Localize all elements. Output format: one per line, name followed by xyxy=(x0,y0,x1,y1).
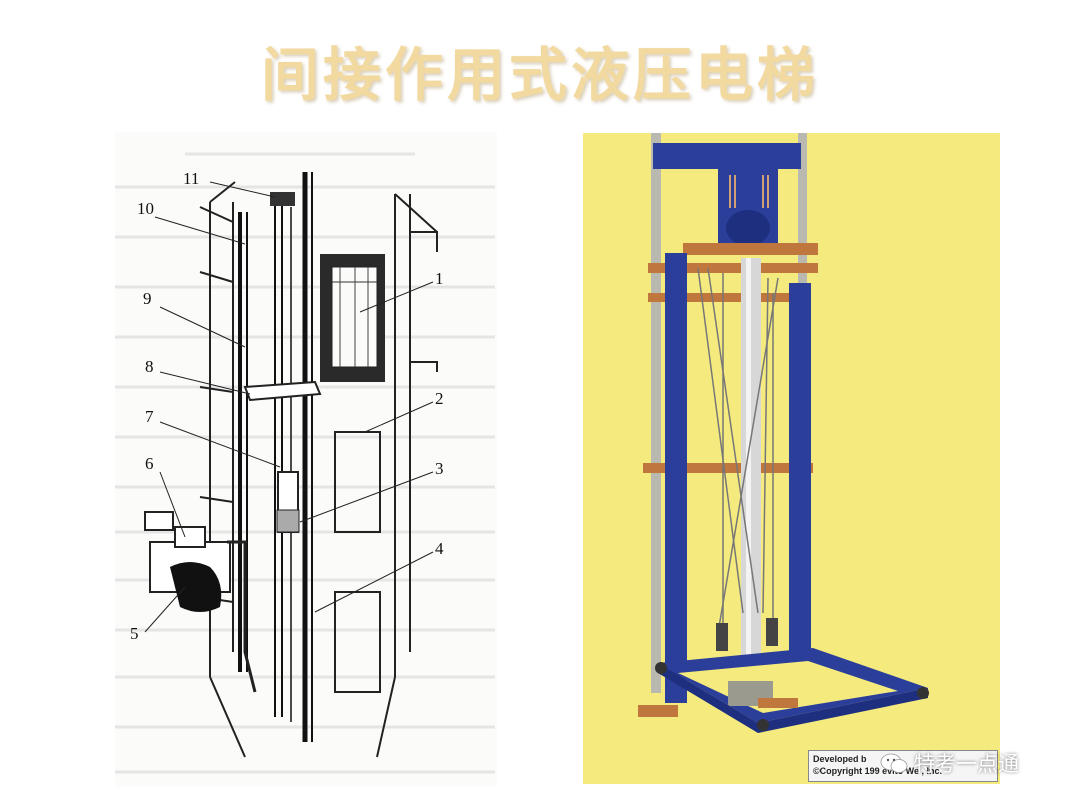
copyright-line-1: Developed b xyxy=(813,754,867,764)
watermark-text: 特考一点通 xyxy=(914,752,1019,776)
elevator-photo xyxy=(583,133,1000,784)
label-7: 7 xyxy=(145,407,154,426)
label-8: 8 xyxy=(145,357,154,376)
label-9: 9 xyxy=(143,289,152,308)
label-4: 4 xyxy=(435,539,444,558)
label-10: 10 xyxy=(137,199,154,218)
watermark: 特考一点通 xyxy=(880,748,1019,778)
label-6: 6 xyxy=(145,454,154,473)
label-3: 3 xyxy=(435,459,444,478)
label-5: 5 xyxy=(130,624,139,643)
wechat-icon xyxy=(880,753,908,773)
slide-title: 间接作用式液压电梯 xyxy=(260,41,819,109)
elevator-diagram: 1 2 3 4 5 6 7 8 9 10 11 xyxy=(115,132,497,787)
label-1: 1 xyxy=(435,269,444,288)
label-11: 11 xyxy=(183,169,199,188)
label-2: 2 xyxy=(435,389,444,408)
elevator-frame-illustration xyxy=(638,133,929,733)
diagram-drawing: 1 2 3 4 5 6 7 8 9 10 11 xyxy=(115,152,495,774)
